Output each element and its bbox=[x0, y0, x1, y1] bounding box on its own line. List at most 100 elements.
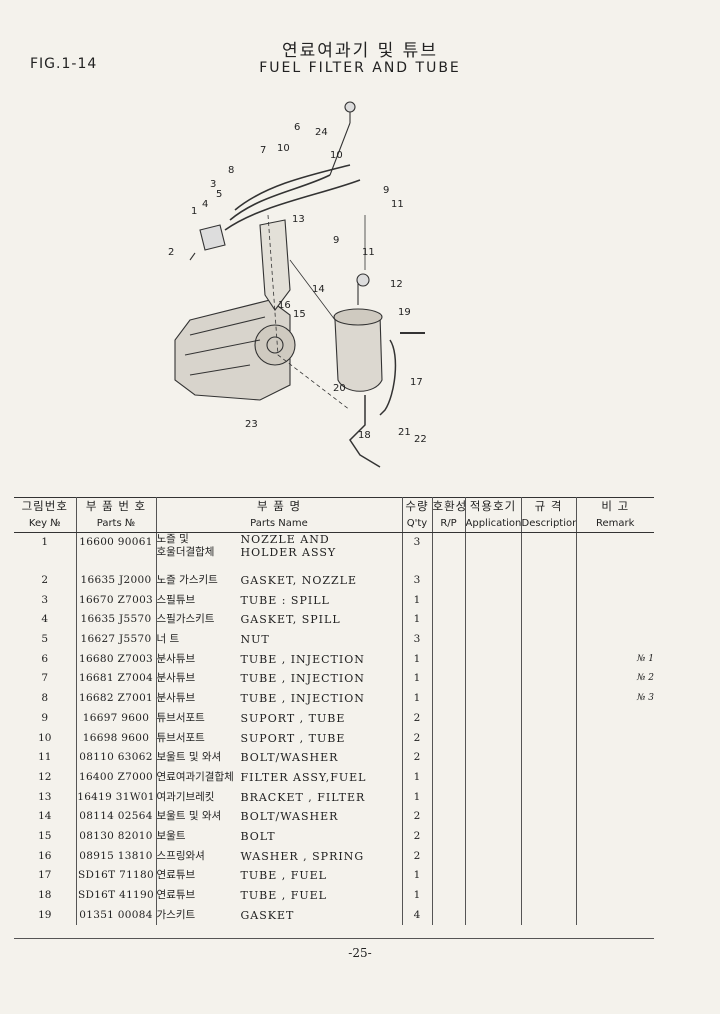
part-name-en: TUBE , INJECTION bbox=[240, 672, 365, 686]
header-qty-en: Q'ty bbox=[402, 515, 433, 533]
cell-part-no: 08110 63062 bbox=[76, 748, 157, 768]
part-name-en: SUPORT , TUBE bbox=[240, 731, 346, 745]
cell-part-no: 16681 Z7004 bbox=[76, 669, 157, 690]
cell-remark bbox=[576, 729, 654, 749]
part-name-ko: 연료튜브 bbox=[156, 889, 196, 901]
part-name-ko: 노즐 가스키트 bbox=[156, 574, 218, 586]
part-name-ko: 연료튜브 bbox=[156, 869, 196, 882]
cell-application bbox=[465, 866, 522, 886]
part-name-ko: 노즐 및 bbox=[156, 533, 189, 545]
cell-part-name: 연료튜브 TUBE , FUEL bbox=[156, 866, 403, 886]
cell-part-no: 16627 J5570 bbox=[76, 630, 157, 650]
cell-key: 10 bbox=[14, 728, 77, 749]
cell-application bbox=[465, 728, 522, 749]
header-application-ko: 적용호기 bbox=[465, 497, 522, 515]
cell-part-name: 튜브서포트 SUPORT , TUBE bbox=[156, 728, 403, 749]
table-bottom-rule bbox=[14, 938, 654, 939]
cell-application bbox=[465, 669, 522, 690]
cell-part-no: 08114 02564 bbox=[76, 807, 157, 827]
callout-5: 5 bbox=[216, 189, 222, 200]
cell-description bbox=[521, 571, 577, 591]
cell-application bbox=[465, 590, 522, 611]
cell-remark bbox=[576, 788, 654, 808]
part-name-en: GASKET, SPILL bbox=[240, 613, 341, 627]
cell-key: 12 bbox=[14, 767, 77, 788]
header-parts-name-ko: 부 품 명 bbox=[156, 497, 403, 515]
part-name-en: TUBE , FUEL bbox=[240, 889, 327, 902]
exploded-parts-diagram: 1 2 3 4 5 6 7 8 9 9 10 10 11 11 12 13 14… bbox=[150, 95, 460, 480]
cell-key: 4 bbox=[14, 610, 77, 631]
callout-10b: 10 bbox=[330, 150, 343, 161]
cell-description bbox=[521, 846, 577, 867]
cell-remark: № 3 bbox=[636, 693, 654, 704]
callout-12: 12 bbox=[390, 279, 403, 290]
cell-application bbox=[465, 767, 522, 788]
cell-part-no: SD16T 71180 bbox=[76, 866, 157, 886]
cell-qty: 2 bbox=[402, 807, 433, 827]
cell-key: 3 bbox=[14, 590, 77, 611]
cell-application bbox=[465, 532, 522, 571]
callout-11b: 11 bbox=[362, 247, 375, 258]
callout-24: 24 bbox=[315, 127, 328, 138]
callout-18: 18 bbox=[358, 430, 371, 441]
callout-labels: 1 2 3 4 5 6 7 8 9 9 10 10 11 11 12 13 14… bbox=[168, 122, 427, 445]
part-name-en: NOZZLE AND bbox=[240, 533, 330, 546]
cell-remark bbox=[576, 571, 654, 591]
cell-rp bbox=[432, 866, 466, 886]
diagram-drawing: 1 2 3 4 5 6 7 8 9 9 10 10 11 11 12 13 14… bbox=[168, 101, 427, 468]
callout-15: 15 bbox=[293, 309, 306, 320]
header-parts-no-ko: 부 품 번 호 bbox=[76, 497, 157, 515]
cell-description bbox=[521, 866, 577, 886]
cell-application bbox=[465, 905, 522, 926]
cell-qty: 1 bbox=[402, 610, 433, 631]
cell-application bbox=[465, 886, 522, 906]
cell-key: 14 bbox=[14, 807, 77, 827]
callout-10a: 10 bbox=[277, 143, 290, 154]
filter-bracket bbox=[259, 219, 291, 311]
cell-application bbox=[465, 826, 522, 847]
cell-rp bbox=[432, 787, 466, 808]
cell-description bbox=[521, 767, 577, 788]
part-name-en: TUBE : SPILL bbox=[240, 593, 330, 607]
cell-application bbox=[465, 610, 522, 631]
cell-key: 16 bbox=[14, 846, 77, 867]
cell-application bbox=[465, 748, 522, 768]
cell-key: 9 bbox=[14, 708, 77, 729]
cell-description bbox=[521, 630, 577, 650]
part-name-ko: 튜브서포트 bbox=[156, 711, 205, 724]
cell-application bbox=[465, 807, 522, 827]
part-name-en: GASKET bbox=[240, 908, 295, 922]
cell-remark bbox=[576, 533, 654, 572]
cell-remark bbox=[576, 827, 654, 847]
cell-rp bbox=[432, 846, 466, 867]
callout-3: 3 bbox=[210, 179, 216, 190]
cell-application bbox=[465, 787, 522, 808]
cell-description bbox=[521, 905, 577, 926]
part-name-ko: 분사튜브 bbox=[156, 672, 196, 685]
cell-part-no: SD16T 41190 bbox=[76, 886, 157, 906]
part-name-en: TUBE , FUEL bbox=[240, 869, 327, 883]
cell-part-no: 16419 31W01 bbox=[76, 787, 157, 808]
part-name-ko: 튜브서포트 bbox=[156, 731, 205, 744]
callout-14: 14 bbox=[312, 284, 325, 295]
fuel-tube-17 bbox=[379, 339, 397, 416]
cell-qty: 2 bbox=[402, 728, 433, 749]
part-name-ko: 보울트 bbox=[156, 829, 186, 842]
header-rp-en: R/P bbox=[432, 515, 466, 533]
part-name-en: WASHER , SPRING bbox=[240, 849, 365, 863]
header-parts-name-en: Parts Name bbox=[156, 515, 403, 533]
